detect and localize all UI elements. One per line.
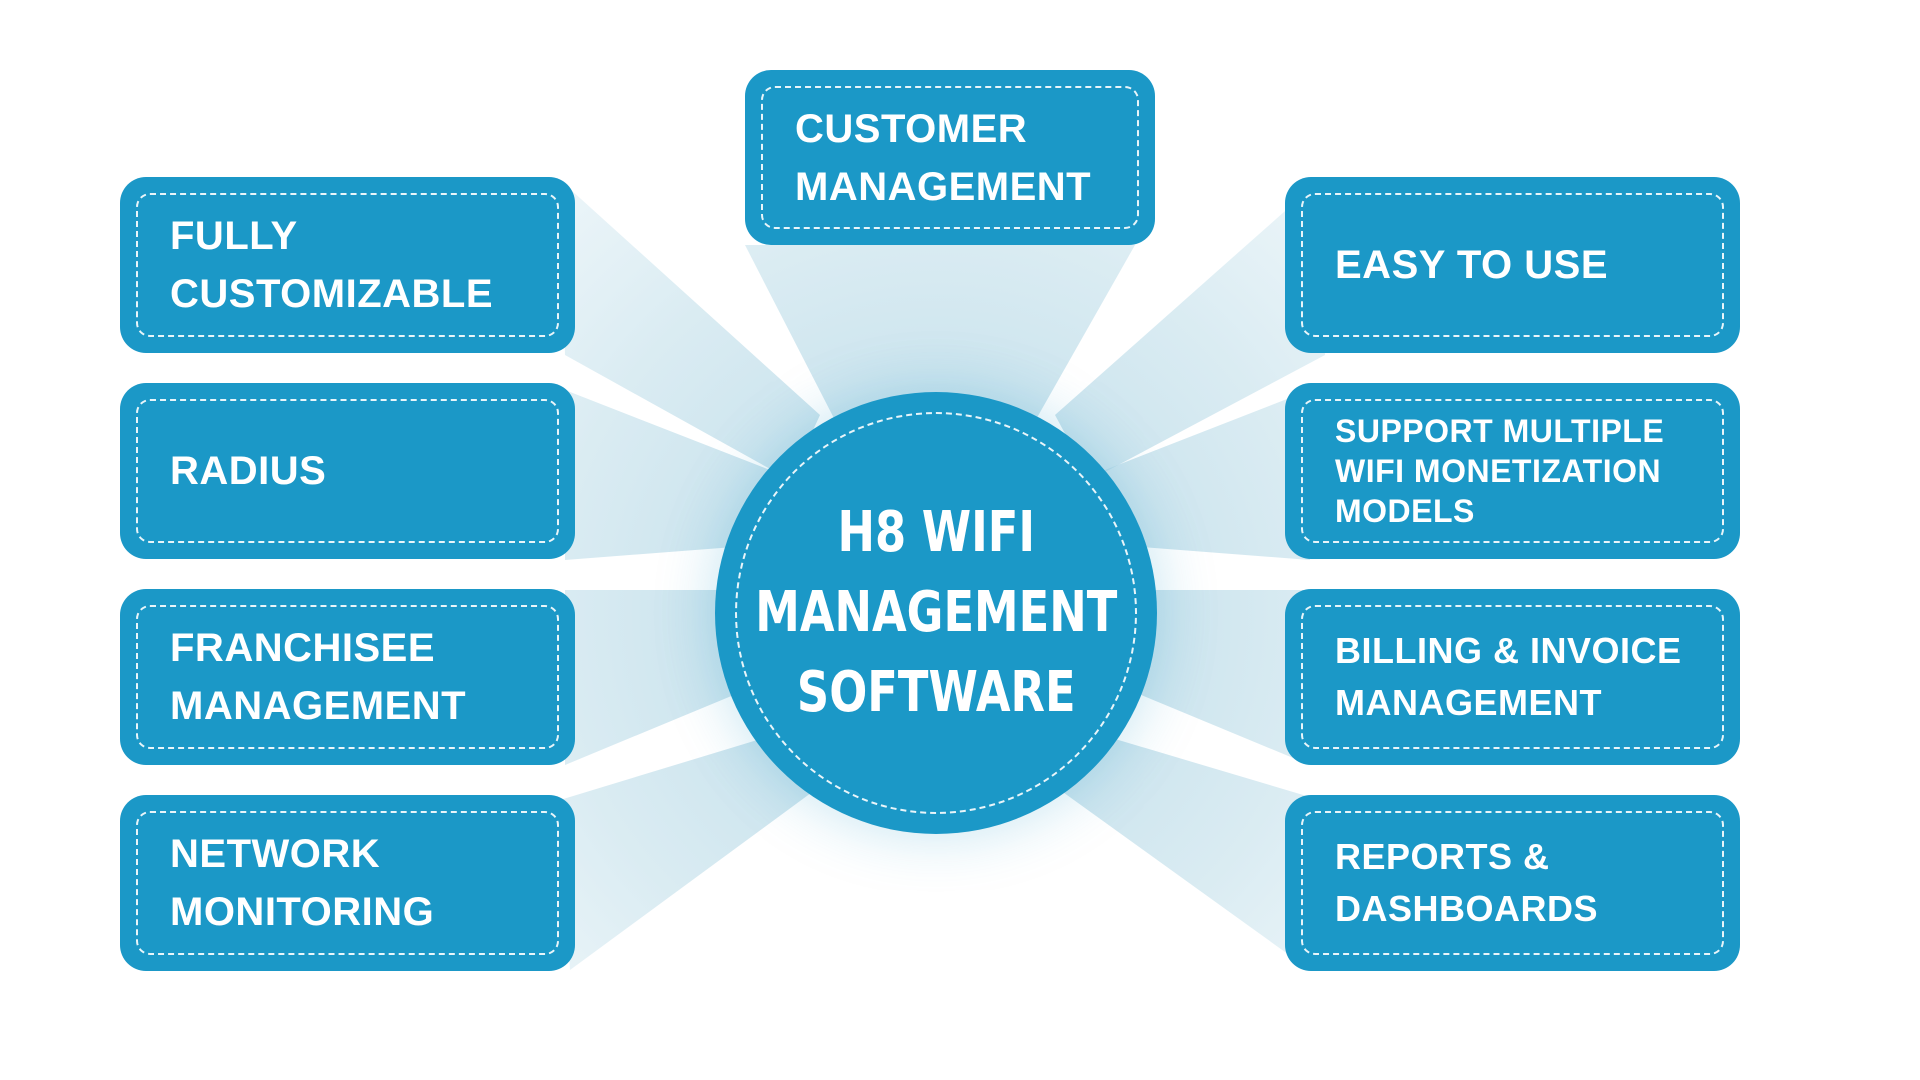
ray-support-multiple	[1105, 390, 1310, 560]
network-monitoring-label: NETWORK MONITORING	[170, 832, 435, 934]
reports-dashboards-box: REPORTS & DASHBOARDS	[1285, 795, 1740, 971]
customer-management-label: CUSTOMER MANAGEMENT	[795, 106, 1092, 209]
radius-label: RADIUS	[170, 449, 327, 493]
support-multiple-box: SUPPORT MULTIPLE WIFI MONETIZATION MODEL…	[1285, 383, 1740, 559]
ray-fully-customizable	[560, 180, 820, 480]
customer-management-box: CUSTOMER MANAGEMENT	[745, 70, 1155, 245]
easy-to-use-box: EASY TO USE	[1285, 177, 1740, 353]
support-multiple-label: SUPPORT MULTIPLE WIFI MONETIZATION MODEL…	[1335, 413, 1665, 529]
fully-customizable-box: FULLY CUSTOMIZABLE	[120, 177, 575, 353]
ray-billing-invoice	[1105, 590, 1310, 765]
ray-easy-to-use	[1055, 180, 1325, 480]
ray-customer-management	[745, 245, 1135, 430]
easy-to-use-label: EASY TO USE	[1335, 243, 1608, 287]
network-monitoring-box: NETWORK MONITORING	[120, 795, 575, 971]
ray-network-monitoring	[560, 730, 815, 970]
reports-dashboards-label: REPORTS & DASHBOARDS	[1335, 836, 1599, 929]
franchisee-management-label: FRANCHISEE MANAGEMENT	[170, 626, 467, 728]
fully-customizable-label: FULLY CUSTOMIZABLE	[170, 214, 494, 316]
hub-title: H8 WIFI MANAGEMENT SOFTWARE	[754, 500, 1118, 725]
central-hub-circle: H8 WIFI MANAGEMENT SOFTWARE	[715, 392, 1157, 834]
billing-invoice-label: BILLING & INVOICE MANAGEMENT	[1335, 630, 1682, 723]
radius-box: RADIUS	[120, 383, 575, 559]
ray-reports-dashboards	[1060, 730, 1320, 970]
billing-invoice-box: BILLING & INVOICE MANAGEMENT	[1285, 589, 1740, 765]
ray-radius	[565, 390, 770, 560]
franchisee-management-box: FRANCHISEE MANAGEMENT	[120, 589, 575, 765]
